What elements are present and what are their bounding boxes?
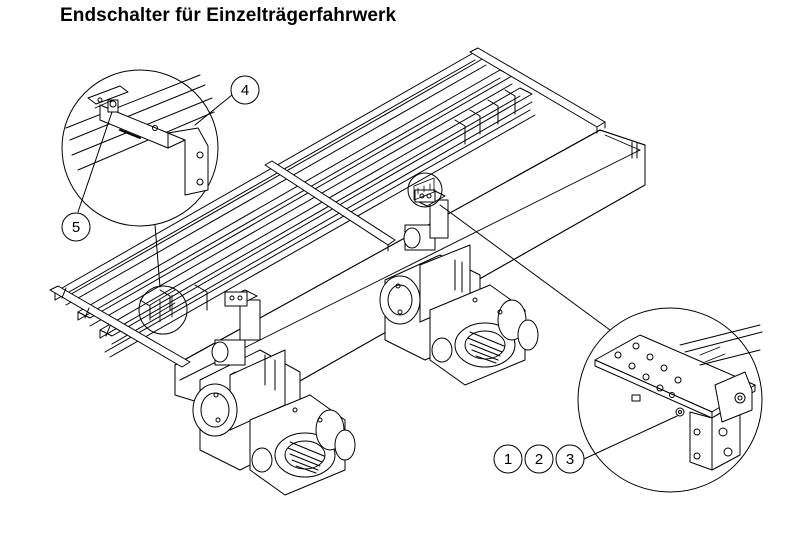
detail-marker-left (138, 285, 188, 335)
callout-2-label: 2 (535, 451, 543, 468)
callout-5-label: 5 (72, 219, 80, 236)
trolley-right (379, 189, 539, 386)
rail-system (49, 47, 606, 368)
callout-1-circle (493, 444, 523, 474)
callout-2-circle (524, 444, 554, 474)
callout-5-circle (61, 212, 91, 242)
detail-circle-top (61, 69, 219, 227)
callout-4-label: 4 (241, 82, 249, 99)
page-title: Endschalter für Einzelträgerfahrwerk (60, 5, 397, 26)
callout-3-circle (555, 444, 585, 474)
detail-marker-right (407, 172, 443, 208)
detail-circle-bottom (577, 307, 763, 493)
callout-3-label: 3 (566, 451, 574, 468)
callout-4-circle (230, 75, 260, 105)
callout-1-label: 1 (504, 451, 512, 468)
trolley-left (192, 289, 356, 496)
